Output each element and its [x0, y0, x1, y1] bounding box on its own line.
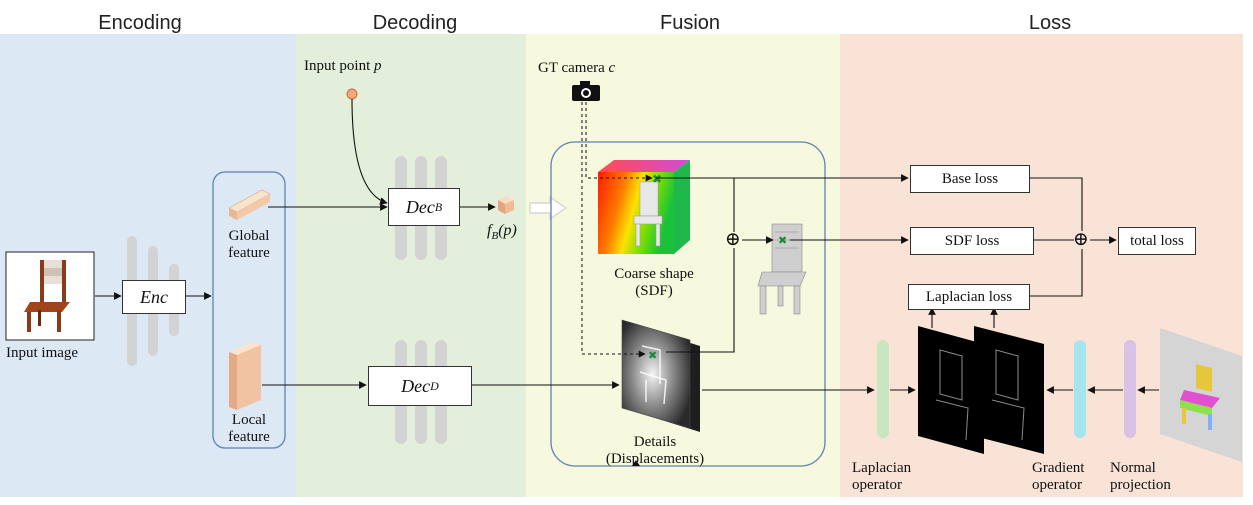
encoding-title: Encoding	[98, 12, 182, 34]
camera-symbol: c	[608, 60, 616, 76]
gradient-operator-bar	[1074, 340, 1086, 438]
normal-projection-line1: Normal	[1110, 460, 1156, 476]
details-label: Details (Displacements)	[590, 434, 720, 468]
sdf-loss-label: SDF loss	[944, 232, 1000, 249]
total-loss-box: total loss	[1118, 227, 1196, 255]
base-loss-label: Base loss	[941, 170, 999, 187]
input-point-dot	[346, 88, 358, 100]
coarse-shape-line1: Coarse shape	[614, 266, 694, 282]
svg-text:✖: ✖	[778, 234, 787, 247]
laplacian-operator-bar	[877, 340, 889, 438]
details-panels	[621, 319, 700, 432]
laplacian-loss-box: Laplacian loss	[908, 284, 1030, 310]
local-feature-line2: feature	[228, 429, 270, 445]
normal-projection-line2: projection	[1110, 477, 1171, 493]
decoder-base-sub: B	[434, 199, 443, 214]
gradient-operator-line2: operator	[1032, 477, 1082, 493]
normal-projection-label: Normal projection	[1110, 460, 1171, 494]
gradient-operator-label: Gradient operator	[1032, 460, 1084, 494]
details-line2: (Displacements)	[605, 451, 705, 467]
camera-text: GT camera	[538, 60, 605, 76]
global-feature-line2: feature	[228, 245, 270, 261]
gradient-operator-line1: Gradient	[1032, 460, 1085, 476]
global-feature-label: Global feature	[218, 228, 280, 262]
base-loss-box: Base loss	[910, 165, 1030, 193]
encoder-box: Enc	[122, 280, 186, 314]
fusion-plus-symbol: ⊕	[725, 229, 741, 250]
camera-rays	[581, 102, 653, 358]
loss-title: Loss	[1028, 12, 1072, 34]
fusion-frame	[550, 141, 826, 467]
input-point-text: Input point	[304, 58, 371, 74]
normal-projection-bar	[1124, 340, 1136, 438]
feature-fb-label: fB(p)	[487, 222, 517, 245]
global-feature-line1: Global	[228, 228, 270, 244]
encoder-label: Enc	[140, 286, 168, 307]
svg-text:✖: ✖	[652, 172, 662, 186]
coarse-shape-line2: (SDF)	[635, 283, 673, 299]
normal-map-image	[1160, 328, 1242, 462]
laplacian-operator-line1: Laplacian	[852, 460, 912, 476]
feature-frame	[212, 171, 286, 449]
connectors	[95, 98, 1159, 394]
loss-sum-symbol: ⊕	[1073, 229, 1089, 250]
decoder-base-main: Dec	[405, 196, 435, 217]
input-image	[5, 251, 95, 341]
decoding-title: Decoding	[372, 12, 458, 34]
global-feature-block	[228, 189, 271, 220]
decoding-panel	[296, 34, 526, 497]
feature-fb-sub: B	[491, 230, 499, 243]
details-line1: Details	[633, 434, 677, 450]
gradient-maps	[918, 326, 1044, 454]
hollow-arrow	[529, 195, 568, 221]
local-feature-block	[229, 342, 261, 410]
feature-fb-main: f	[487, 222, 492, 239]
laplacian-operator-label: Laplacian operator	[852, 460, 911, 494]
fusion-title: Fusion	[659, 12, 721, 34]
camera-icon	[572, 81, 600, 101]
local-feature-label: Local feature	[218, 412, 280, 446]
local-feature-line1: Local	[231, 412, 267, 428]
decoder-detail-main: Dec	[401, 375, 431, 396]
input-image-label: Input image	[6, 345, 79, 361]
input-point-symbol: p	[374, 58, 382, 74]
total-loss-label: total loss	[1130, 232, 1184, 249]
input-point-label: Input point p	[304, 58, 382, 75]
laplacian-operator-line2: operator	[852, 477, 902, 493]
laplacian-loss-label: Laplacian loss	[925, 288, 1013, 305]
sdf-loss-box: SDF loss	[910, 227, 1034, 255]
coarse-shape-label: Coarse shape (SDF)	[596, 266, 712, 300]
feature-cube	[498, 196, 514, 214]
fused-chair	[757, 223, 807, 315]
svg-text:✖: ✖	[648, 349, 657, 362]
decoder-detail-sub: D	[430, 378, 439, 393]
camera-label: GT camera c	[538, 60, 615, 77]
coarse-sdf-cube: ✖	[598, 160, 690, 254]
feature-fb-arg: (p)	[498, 222, 517, 239]
